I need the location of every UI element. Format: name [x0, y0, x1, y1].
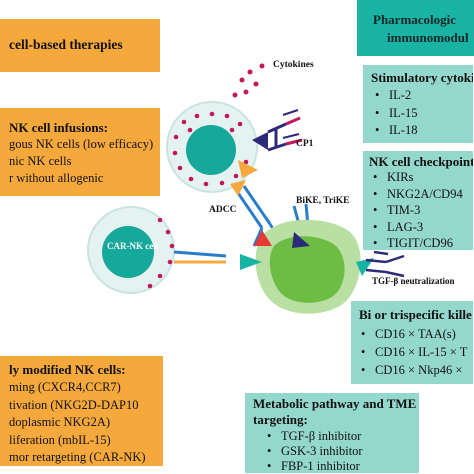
modified-nk-cells-list: ming (CXCR4,CCR7) tivation (NKG2D-DAP10 …: [9, 379, 146, 466]
list-item: ming (CXCR4,CCR7): [9, 379, 146, 397]
bi-trispecific-list: CD16 × TAA(s) CD16 × IL-15 × T CD16 × Nk…: [361, 325, 467, 379]
metabolic-tme-box: Metabolic pathway and TME targeting: TGF…: [244, 392, 420, 474]
list-item: FBP-1 inhibitor: [267, 459, 363, 473]
list-item: mor retargeting (CAR-NK): [9, 449, 146, 466]
cd16-receptor: [230, 180, 246, 196]
list-item: IL-2: [375, 87, 417, 105]
tgfb-antibody: [365, 250, 405, 278]
list-item: CD16 × Nkp46 ×: [361, 361, 467, 379]
list-item: gous NK cells (low efficacy): [9, 136, 153, 153]
bi-trispecific-box: Bi or trispecific kille CD16 × TAA(s) CD…: [350, 300, 474, 385]
cytokine-molecules: [232, 63, 265, 98]
list-item: tivation (NKG2D-DAP10: [9, 397, 146, 415]
cp1-label: CP1: [296, 139, 314, 149]
modified-nk-cells-title: ly modified NK cells:: [9, 362, 126, 377]
adcc-label: ADCC: [209, 205, 237, 215]
stimulatory-cytokines-list: IL-2 IL-15 IL-18: [375, 87, 418, 140]
list-item: doplasmic NKG2A): [9, 414, 146, 432]
list-item: IL-15: [375, 105, 418, 123]
tumor-antigen-red: [254, 230, 272, 246]
list-item: CD16 × IL-15 × T: [361, 343, 467, 361]
tumor-cell: [255, 219, 361, 314]
cp1-antibody: [252, 109, 303, 152]
cell-based-therapies-title: cell-based therapies: [9, 37, 123, 52]
metabolic-title-line1: Metabolic pathway and TME: [253, 396, 417, 411]
list-item: TIM-3: [373, 202, 463, 219]
activating-receptor-top: [238, 160, 258, 178]
list-item: TGF-β inhibitor: [267, 429, 363, 444]
list-item: KIRs: [373, 169, 463, 186]
list-item: NKG2A/CD94: [373, 186, 463, 203]
list-item: LAG-3: [373, 219, 463, 236]
nk-granules-car: [147, 217, 175, 289]
car-receptor: [173, 250, 262, 270]
list-item: nic NK cells: [9, 153, 153, 170]
nk-checkpoint-box: NK cell checkpoint KIRs NKG2A/CD94 TIM-3…: [362, 150, 474, 251]
tumor-antigen-blue: [292, 232, 310, 248]
stimulatory-cytokines-box: Stimulatory cytoki IL-2 IL-15 IL-18: [362, 64, 474, 144]
car-nk-cell: [87, 206, 175, 294]
nk-checkpoint-title: NK cell checkpoint: [369, 154, 474, 169]
nk-cell-top: [166, 101, 258, 193]
list-item: IL-18: [375, 122, 418, 140]
pharmacologic-header: Pharmacologic immunomodul: [357, 0, 474, 56]
nk-granules-top: [172, 111, 249, 187]
metabolic-title-line2: targeting:: [253, 412, 308, 427]
list-item: CD16 × TAA(s): [361, 325, 467, 343]
nk-checkpoint-list: KIRs NKG2A/CD94 TIM-3 LAG-3 TIGIT/CD96: [373, 169, 463, 250]
metabolic-list: TGF-β inhibitor GSK-3 inhibitor FBP-1 in…: [267, 429, 363, 473]
list-item: TIGIT/CD96: [373, 235, 463, 250]
pharmacologic-title-line2: immunomodul: [387, 30, 469, 45]
list-item: GSK-3 inhibitor: [267, 444, 363, 459]
tumor-ligand-teal: [356, 258, 374, 276]
nk-cell-infusions-title: NK cell infusions:: [9, 120, 108, 135]
nk-cell-infusions-box: NK cell infusions: gous NK cells (low ef…: [0, 108, 160, 196]
bike-trike-label: BiKE, TriKE: [296, 196, 350, 206]
list-item: r without allogenic: [9, 170, 153, 187]
nk-cell-infusions-list: gous NK cells (low efficacy) nic NK cell…: [9, 136, 153, 187]
cell-based-therapies-header: cell-based therapies: [0, 19, 160, 72]
tgfb-neutralization-label: TGF-β neutralization: [372, 276, 455, 286]
car-nk-cell-label: CAR-NK cell: [107, 241, 159, 251]
bi-trispecific-title: Bi or trispecific kille: [359, 307, 472, 322]
modified-nk-cells-box: ly modified NK cells: ming (CXCR4,CCR7) …: [0, 356, 163, 466]
pharmacologic-title-line1: Pharmacologic: [373, 12, 457, 27]
stimulatory-cytokines-title: Stimulatory cytoki: [371, 70, 474, 85]
cytokines-label: Cytokines: [273, 60, 314, 70]
list-item: liferation (mbIL-15): [9, 432, 146, 450]
